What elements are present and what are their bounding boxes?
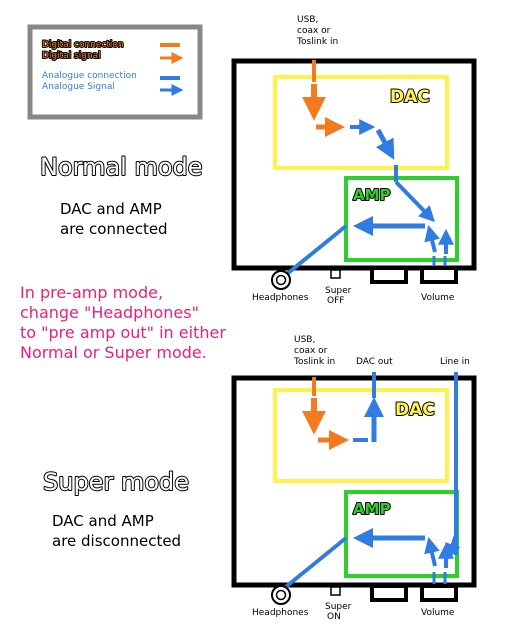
super-dac-label: DAC <box>395 400 435 420</box>
preamp-note-line2: change "Headphones" <box>20 303 199 322</box>
legend: Digital connection Digital signal Analog… <box>27 24 203 120</box>
preamp-note-line1: In pre-amp mode, <box>20 283 163 302</box>
super-dac-box <box>273 388 449 483</box>
super-input-label-3: Toslink in <box>293 357 335 367</box>
normal-knob-connector <box>370 266 408 284</box>
super-super-label-1: Super <box>325 602 352 612</box>
super-dac-out-label: DAC out <box>356 357 393 367</box>
preamp-note: In pre-amp mode, change "Headphones" to … <box>19 282 228 364</box>
normal-analogue-arrow-3 <box>394 180 436 223</box>
normal-mode-desc-line1: DAC and AMP <box>60 200 162 218</box>
normal-input-label-2: coax or <box>297 26 331 36</box>
super-headphone-jack-inner <box>275 589 287 601</box>
normal-volume-label: Volume <box>421 293 455 303</box>
normal-mode-section: Normal mode DAC and AMP are connected US… <box>39 15 477 306</box>
preamp-note-line3: to "pre amp out" in either <box>20 323 226 342</box>
preamp-note-line4: Normal or Super mode. <box>20 343 207 362</box>
super-volume-knob <box>420 584 458 602</box>
normal-headphone-jack-inner <box>275 274 287 286</box>
normal-volume-knob <box>420 266 458 284</box>
super-line-in-label: Line in <box>440 357 470 367</box>
super-input-label-2: coax or <box>294 346 328 356</box>
normal-analogue-arrow-5 <box>424 225 440 253</box>
normal-mode-title: Normal mode <box>40 153 203 181</box>
normal-dac-box <box>273 75 449 170</box>
super-mode-desc-line1: DAC and AMP <box>52 512 154 530</box>
normal-super-label-2: OFF <box>327 296 344 306</box>
super-headphones-label: Headphones <box>252 608 309 618</box>
normal-analogue-arrow-2 <box>375 128 395 160</box>
normal-device-box <box>231 58 477 271</box>
super-super-label-2: ON <box>327 612 341 622</box>
legend-digital-connection: Digital connection <box>42 40 124 50</box>
legend-analogue-connection: Analogue connection <box>42 71 137 81</box>
legend-digital-signal: Digital signal <box>42 51 101 61</box>
normal-super-switch <box>330 269 341 279</box>
super-super-switch <box>330 586 341 596</box>
super-mode-section: Super mode DAC and AMP are disconnected … <box>42 335 477 622</box>
legend-box <box>27 24 203 120</box>
normal-amp-box <box>344 176 459 262</box>
super-amp-label: AMP <box>353 500 391 518</box>
super-mode-desc-line2: are disconnected <box>52 532 181 550</box>
normal-headphone-output-line <box>280 224 348 280</box>
super-analogue-arrow-5 <box>424 536 440 567</box>
super-input-label-1: USB, <box>294 335 315 345</box>
normal-input-label-1: USB, <box>297 15 318 25</box>
super-mode-title: Super mode <box>43 468 189 496</box>
legend-analogue-signal: Analogue Signal <box>42 82 115 92</box>
normal-input-label-3: Toslink in <box>296 37 338 47</box>
normal-dac-label: DAC <box>390 87 430 107</box>
super-headphone-output-line <box>280 536 348 592</box>
super-volume-label: Volume <box>421 608 455 618</box>
normal-mode-desc-line2: are connected <box>60 220 168 238</box>
normal-super-label-1: Super <box>325 286 352 296</box>
super-knob-connector <box>370 584 408 602</box>
normal-headphones-label: Headphones <box>252 293 309 303</box>
normal-amp-label: AMP <box>353 186 391 204</box>
